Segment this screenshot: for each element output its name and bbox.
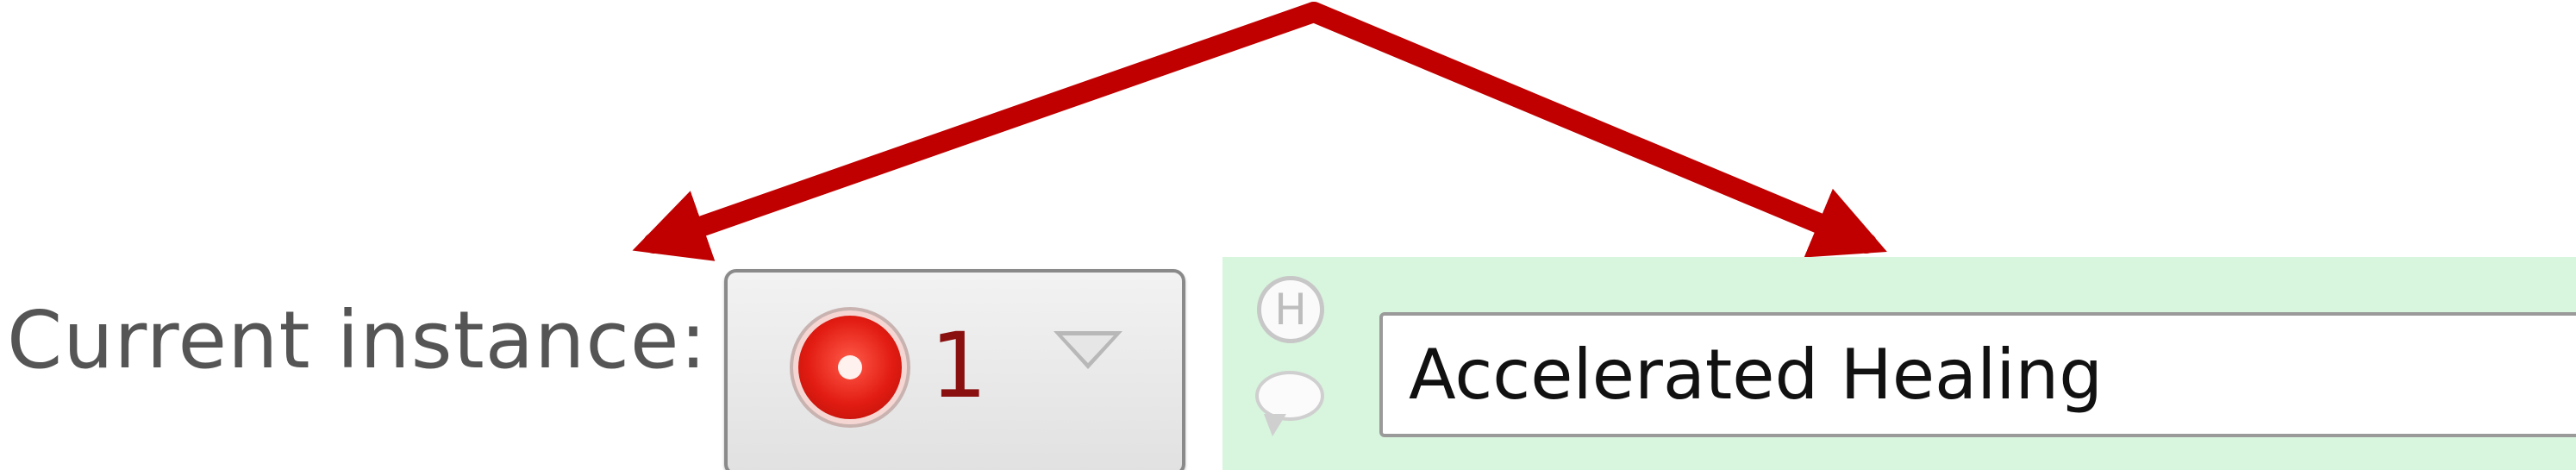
record-icon bbox=[798, 316, 902, 419]
instance-dropdown[interactable]: 1 bbox=[724, 269, 1185, 470]
field-panel: H Accelerated Healing bbox=[1222, 257, 2576, 470]
h-icon[interactable]: H bbox=[1257, 276, 1324, 343]
field-value-input[interactable]: Accelerated Healing bbox=[1379, 312, 2576, 437]
chevron-down-icon bbox=[1054, 331, 1122, 369]
current-instance-label: Current instance: bbox=[7, 294, 708, 386]
comment-icon[interactable] bbox=[1255, 371, 1324, 436]
arrow-left bbox=[632, 2, 1324, 261]
instance-number: 1 bbox=[930, 313, 988, 418]
arrow-right bbox=[1304, 2, 1887, 258]
